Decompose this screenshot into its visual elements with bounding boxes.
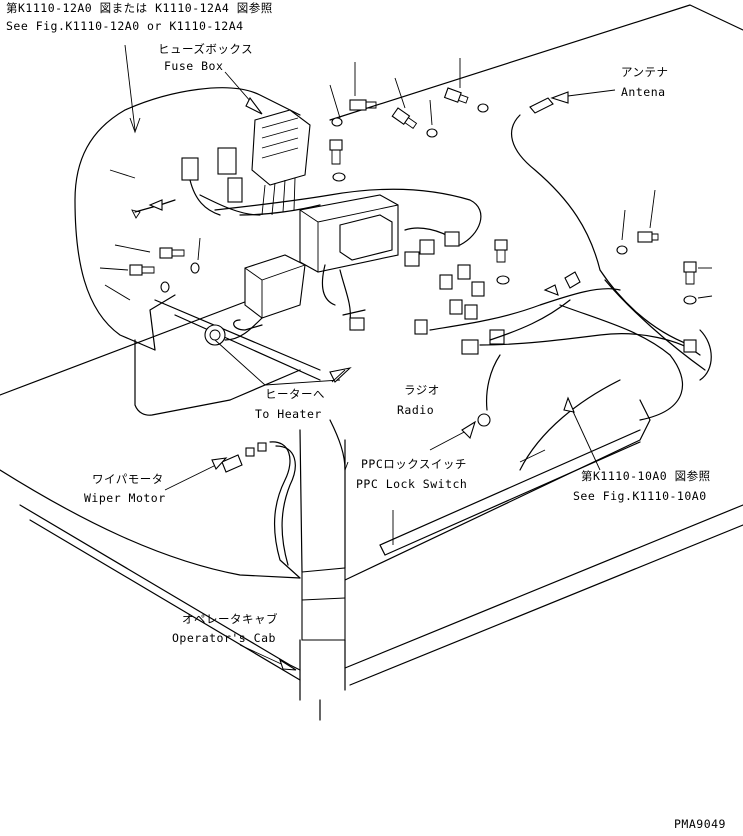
antenna-label-jp: アンテナ	[621, 65, 669, 79]
fuse-box-label-jp: ヒューズボックス	[158, 42, 254, 56]
heater-label-en: To Heater	[255, 407, 322, 421]
heater-relay	[204, 254, 306, 346]
right-connectors	[342, 231, 701, 427]
antenna-cable	[511, 97, 712, 381]
central-harness-block	[199, 188, 482, 321]
fasteners	[129, 87, 697, 353]
cab-label-en: Operator's Cab	[172, 631, 276, 645]
leader-lines	[99, 44, 713, 671]
ppc-label-en: PPC Lock Switch	[356, 477, 468, 491]
drawing-number: PMA9049	[674, 817, 726, 831]
heater-label-jp: ヒーターへ	[265, 387, 325, 401]
left-connectors	[131, 147, 243, 219]
wiper-label-en: Wiper Motor	[84, 491, 166, 505]
left-console	[74, 87, 321, 416]
fuse-box-label-en: Fuse Box	[164, 59, 224, 73]
cab-pillar	[299, 429, 346, 721]
wiper-label-jp: ワイパモータ	[92, 472, 164, 486]
antenna-label-en: Antena	[621, 85, 666, 99]
cab-label-jp: オペレータキャブ	[182, 612, 278, 626]
ref-label-right-jp: 第K1110-10A0 図参照	[581, 469, 711, 483]
ref-label-top-en: See Fig.K1110-12A0 or K1110-12A4	[6, 19, 244, 33]
wiper-cable	[221, 441, 301, 579]
ref-label-right-en: See Fig.K1110-10A0	[573, 489, 707, 503]
cab-floor-outline	[0, 4, 743, 686]
ppc-label-jp: PPCロックスイッチ	[361, 457, 467, 471]
radio-label-en: Radio	[397, 403, 435, 417]
fuse-box	[251, 109, 311, 216]
ref-label-top-jp: 第K1110-12A0 図または K1110-12A4 図参照	[6, 1, 273, 15]
radio-label-jp: ラジオ	[404, 383, 440, 397]
